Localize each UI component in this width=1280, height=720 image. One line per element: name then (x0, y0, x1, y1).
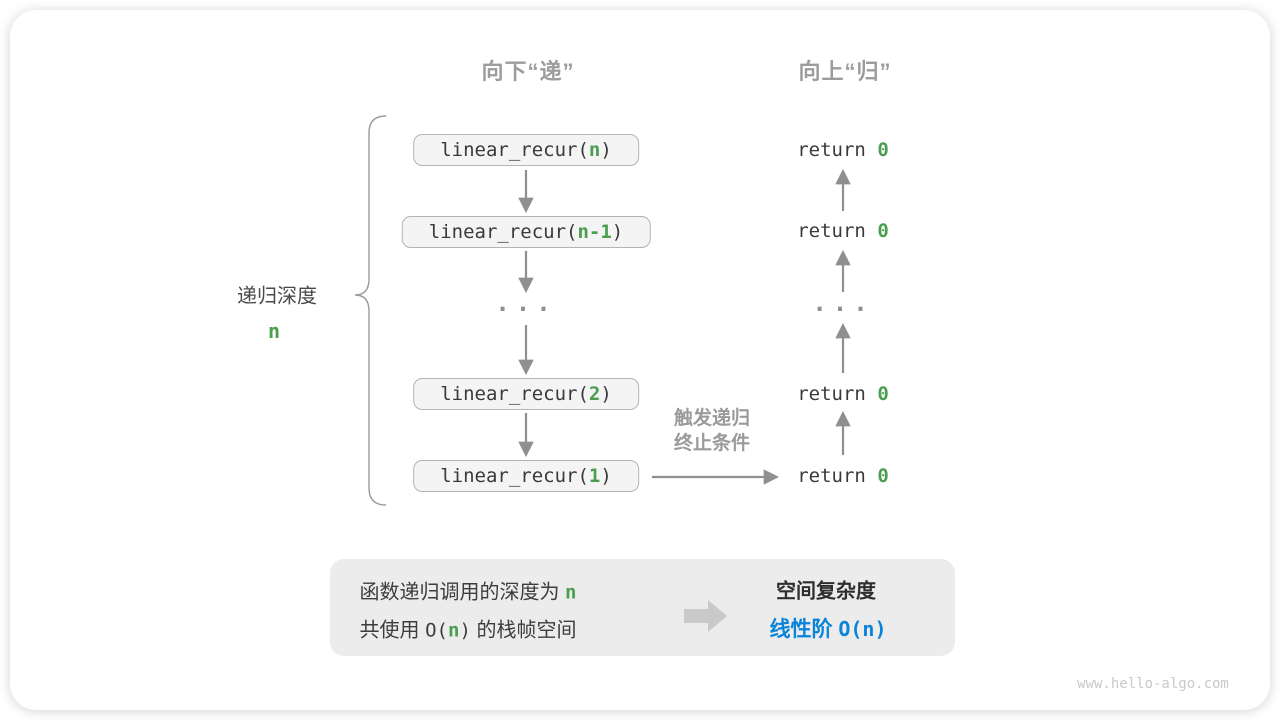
return-statement-4: return 0 (797, 465, 889, 487)
return-value: 0 (877, 465, 889, 487)
complexity-formula: O(n) (838, 617, 887, 641)
call-box-1: linear_recur(1) (413, 460, 639, 492)
call-close: ) (600, 465, 612, 487)
call-arg: 2 (588, 383, 601, 405)
call-text: linear_recur( (428, 221, 578, 243)
call-close: ) (611, 221, 624, 243)
summary-line-1: 函数递归调用的深度为 n (359, 576, 576, 605)
call-box-n: linear_recur(n) (413, 134, 639, 166)
summary-bigO-close: ) (459, 619, 471, 642)
call-text: linear_recur( (440, 465, 589, 487)
ellipsis-right: ... (812, 289, 874, 317)
return-value: 0 (877, 383, 889, 405)
call-arg: n-1 (577, 221, 612, 243)
base-case-line2: 终止条件 (673, 433, 751, 454)
call-box-n-1: linear_recur(n-1) (401, 216, 651, 248)
descend-column-header: 向下“递” (481, 59, 575, 84)
return-keyword: return (797, 220, 878, 242)
return-value: 0 (877, 139, 889, 161)
return-statement-3: return 0 (797, 383, 889, 405)
ascend-column-header: 向上“归” (798, 59, 892, 84)
call-close: ) (600, 383, 612, 405)
summary-line2-post: 的栈帧空间 (470, 619, 577, 642)
call-close: ) (600, 139, 612, 161)
return-statement-1: return 0 (797, 139, 889, 161)
summary-line2-arg: n (447, 619, 460, 642)
call-arg: 1 (588, 465, 601, 487)
recursion-depth-label: 递归深度 (237, 285, 317, 308)
recursion-depth-value: n (267, 319, 281, 343)
summary-panel (330, 559, 955, 656)
space-complexity-result: 线性阶 O(n) (769, 613, 886, 643)
watermark: www.hello-algo.com (1077, 676, 1229, 692)
summary-line1-text: 函数递归调用的深度为 (359, 581, 566, 604)
complexity-order-label: 线性阶 (769, 618, 839, 641)
return-keyword: return (797, 383, 878, 405)
return-keyword: return (797, 465, 878, 487)
summary-line-2: 共使用 O(n) 的栈帧空间 (360, 614, 577, 643)
summary-line1-arg: n (565, 581, 577, 604)
base-case-annotation: 触发递归 终止条件 (674, 406, 750, 456)
return-value: 0 (877, 220, 889, 242)
summary-bigO-open: O( (425, 619, 448, 642)
call-arg: n (588, 139, 601, 161)
ellipsis-left: ... (495, 289, 557, 317)
return-statement-2: return 0 (797, 220, 889, 242)
base-case-line1: 触发递归 (673, 408, 751, 429)
return-keyword: return (797, 139, 878, 161)
space-complexity-title: 空间复杂度 (776, 580, 876, 603)
call-text: linear_recur( (440, 139, 589, 161)
summary-line2-pre: 共使用 (359, 619, 426, 642)
call-text: linear_recur( (440, 383, 589, 405)
call-box-2: linear_recur(2) (413, 378, 639, 410)
